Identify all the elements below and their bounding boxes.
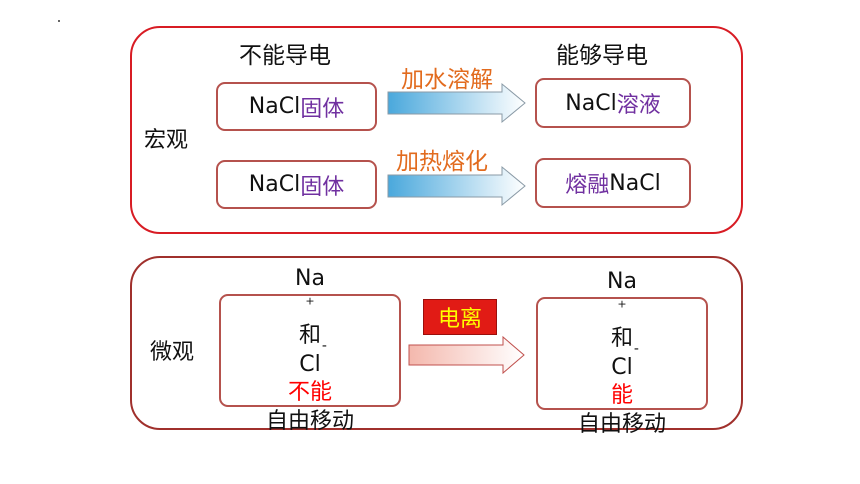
dissolve-arrow <box>387 82 526 124</box>
formula: NaCl <box>248 94 301 119</box>
ionization-badge: 电离 <box>423 299 497 335</box>
macro-label: 宏观 <box>144 128 189 153</box>
state-label: 熔融 <box>565 173 610 198</box>
stray-dot <box>58 20 60 22</box>
melt-arrow <box>387 165 526 207</box>
action-text: 自由移动 <box>265 408 354 434</box>
action-text: 自由移动 <box>577 411 666 437</box>
formula: NaCl <box>565 90 617 116</box>
state-label: 固体 <box>300 96 345 122</box>
ability-text: 能 <box>610 383 633 409</box>
ionization-arrow <box>408 335 525 375</box>
micro-panel <box>130 256 743 430</box>
right-heading: 能够导电 <box>556 43 648 69</box>
formula: NaCl <box>609 170 661 196</box>
macro-panel <box>130 26 743 234</box>
formula: NaCl <box>248 172 301 197</box>
state-label: 固体 <box>300 174 345 200</box>
state-label: 溶液 <box>616 93 661 118</box>
left-heading: 不能导电 <box>239 43 331 69</box>
process-dissolve-label: 加水溶解 <box>401 67 493 93</box>
ability-text: 不能 <box>287 380 332 406</box>
micro-label: 微观 <box>150 340 195 365</box>
process-melt-label: 加热熔化 <box>396 149 488 175</box>
